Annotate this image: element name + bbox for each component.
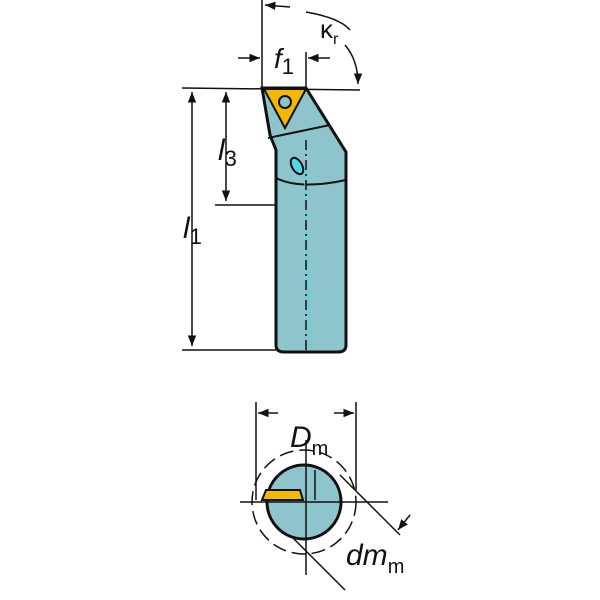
insert-section <box>260 489 305 501</box>
coolant-hole <box>289 156 305 176</box>
kr-arc <box>305 11 351 31</box>
tool-body <box>260 86 348 354</box>
tool-cross-section <box>240 402 411 591</box>
dimensions-side <box>181 0 363 351</box>
l3-label: l3 <box>218 134 237 171</box>
f1-label: f1 <box>274 43 294 79</box>
coolant-channel <box>304 171 311 346</box>
tool-side-view <box>260 86 348 354</box>
kr-label: κr <box>320 14 339 48</box>
head-neck-line <box>267 124 331 139</box>
insert-screw <box>278 95 292 109</box>
Dm-label: Dm <box>290 421 328 460</box>
dmm-label: dmm <box>346 539 404 578</box>
l1-label: l1 <box>183 212 202 249</box>
